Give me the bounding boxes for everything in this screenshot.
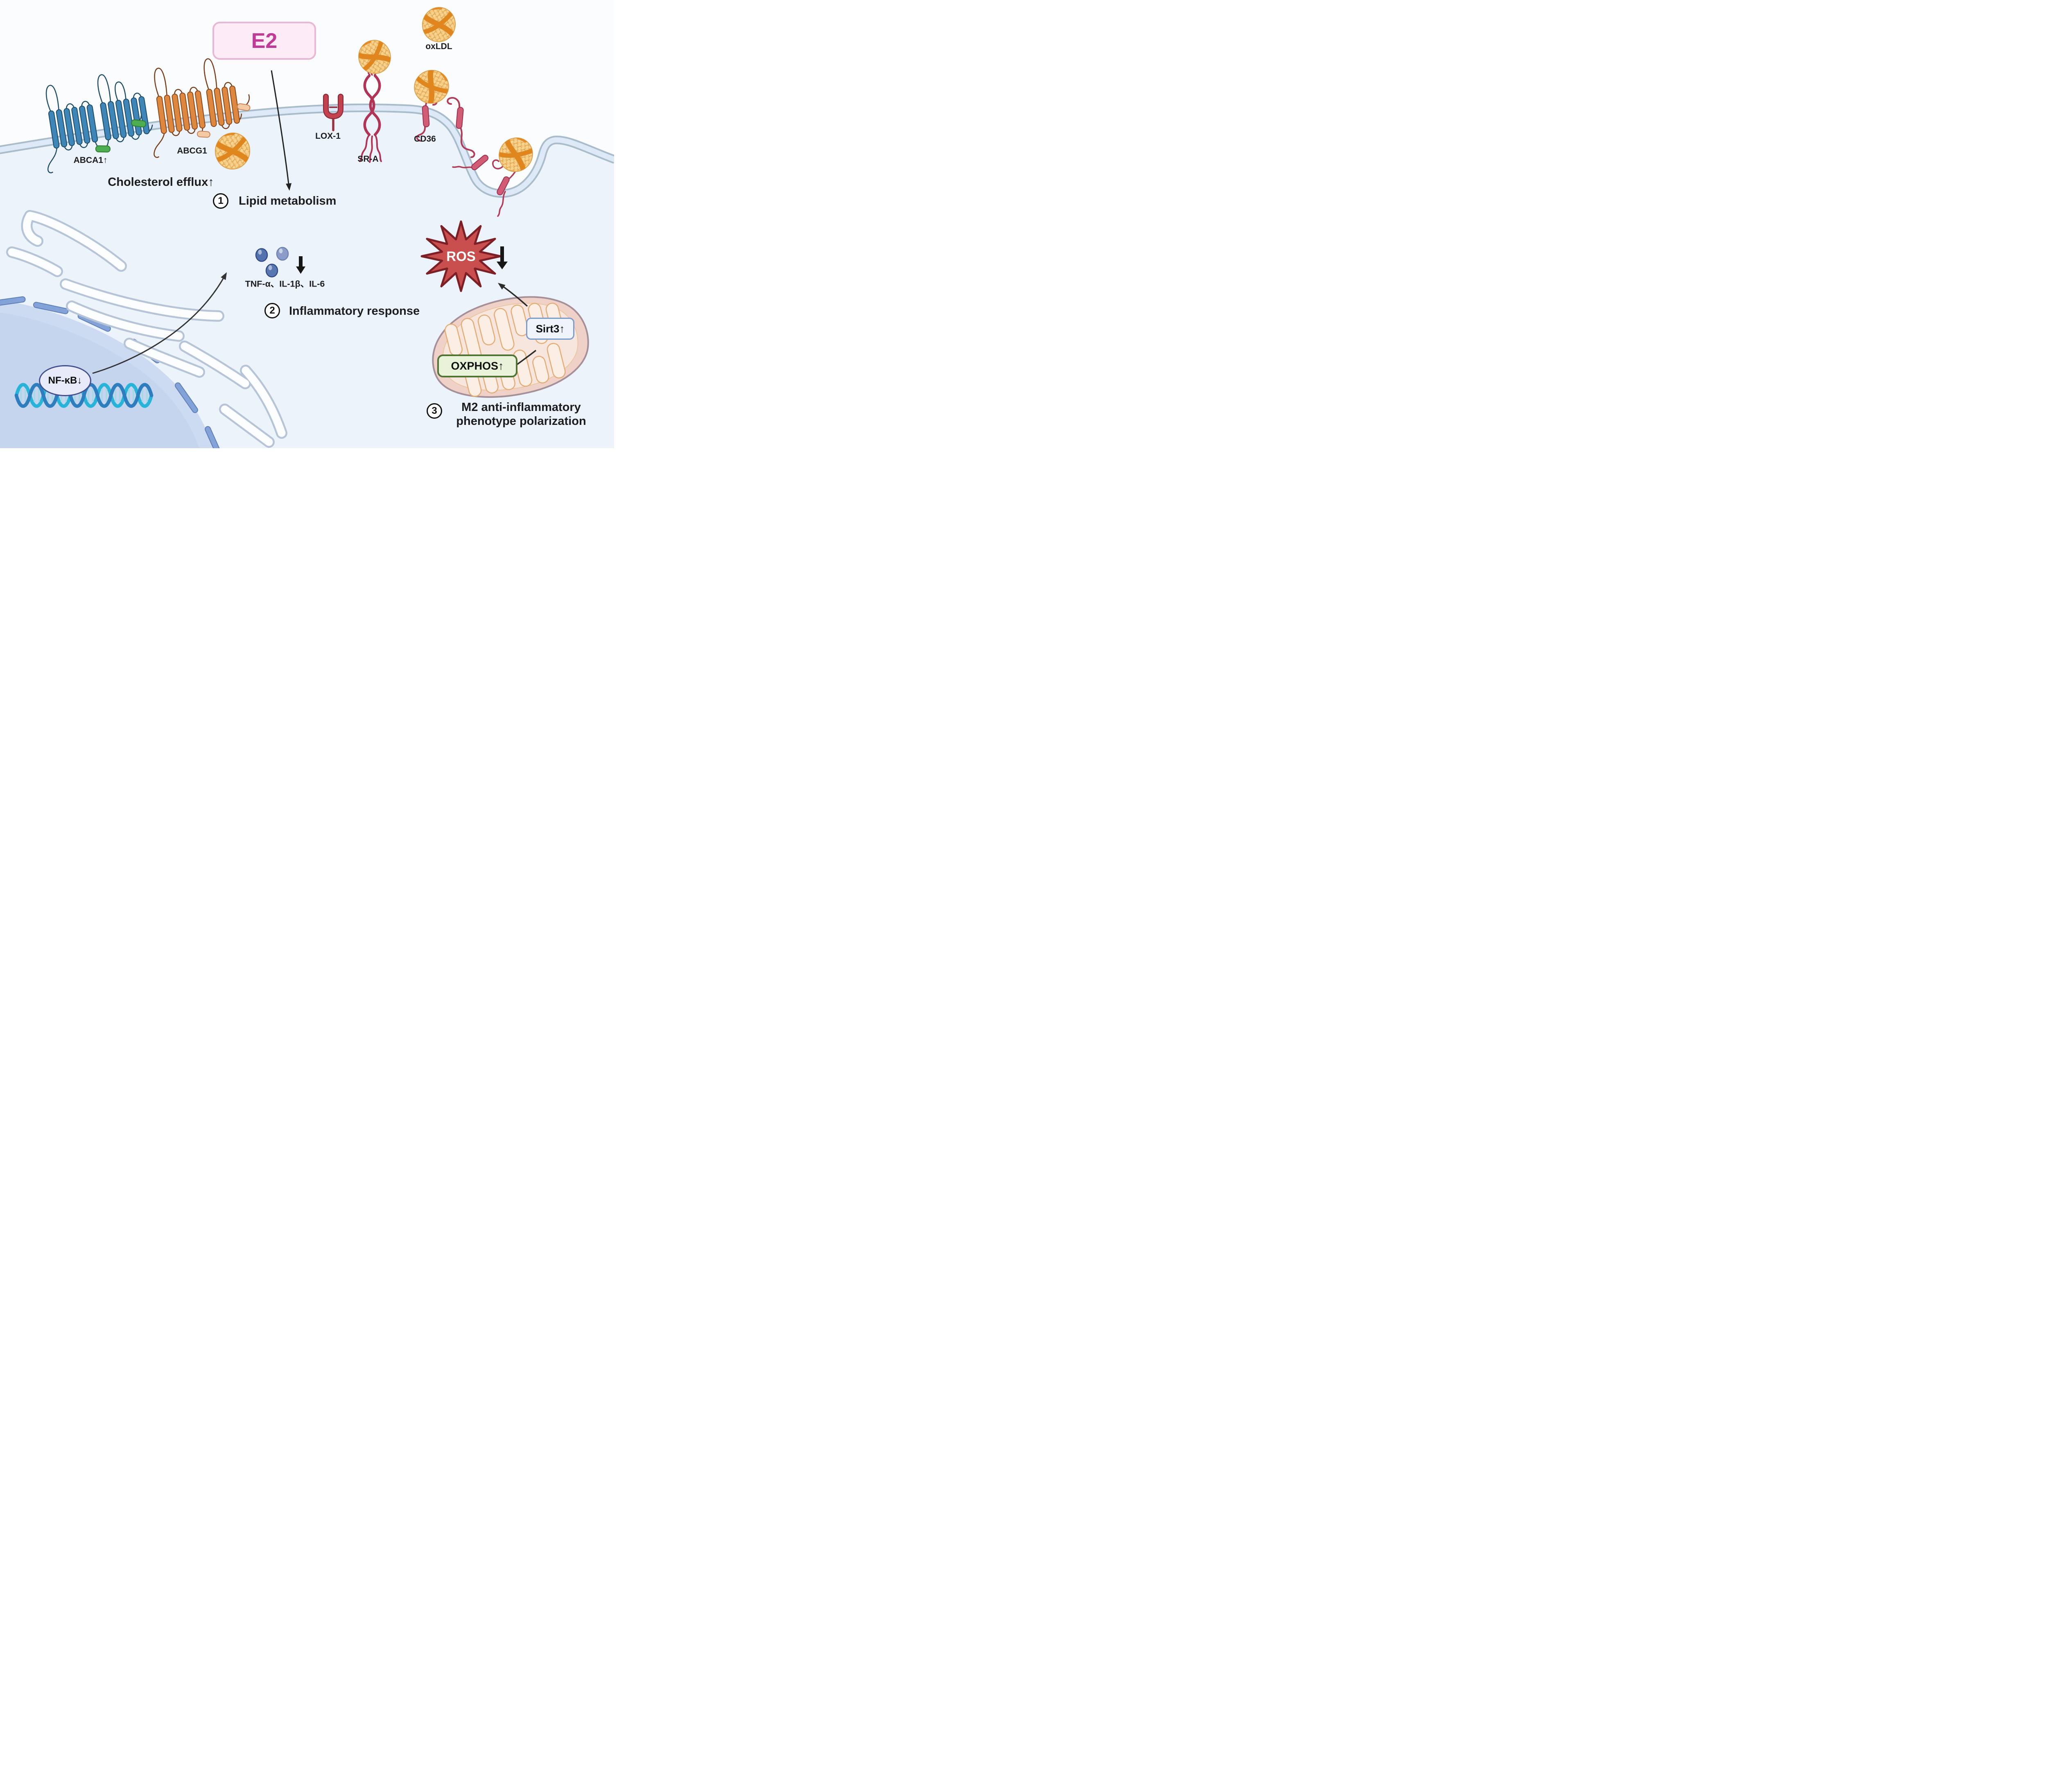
- cytokine-dots-icon: [255, 247, 289, 278]
- e2-label: E2: [251, 29, 278, 53]
- pit-receptors-icon: [452, 155, 516, 217]
- sra-receptor-icon: [359, 69, 382, 163]
- sirt3-label: Sirt3↑: [535, 322, 565, 335]
- abcg1-transporter-icon: [154, 58, 251, 158]
- arrows: [92, 70, 537, 374]
- mito-to-ros-arrow: [498, 283, 528, 307]
- oxldl-label: oxLDL: [425, 41, 452, 51]
- endoplasmic-reticulum: [6, 210, 287, 448]
- oxphos-box: OXPHOS↑: [437, 354, 517, 377]
- cholesterol-efflux-label: Cholesterol efflux↑: [108, 175, 214, 189]
- step3-number: 3: [432, 405, 437, 416]
- step2-circle: 2: [264, 303, 280, 318]
- cd36-label: CD36: [414, 134, 436, 144]
- nfkb-label: NF-κB↓: [48, 375, 82, 386]
- step3-circle: 3: [427, 403, 442, 419]
- step3-label: M2 anti-inflammatory phenotype polarizat…: [456, 400, 586, 428]
- e2-to-lipid-arrow: [271, 70, 292, 191]
- abcg1-label: ABCG1: [177, 146, 207, 156]
- nfkb-to-cytokines-arrow: [92, 272, 227, 374]
- abca1-label: ABCA1↑: [73, 155, 108, 165]
- e2-box: E2: [212, 22, 316, 60]
- ros-burst-icon: [420, 220, 502, 292]
- oxphos-label: OXPHOS↑: [451, 359, 504, 372]
- dna-helix-icon: [14, 383, 154, 408]
- nfkb-badge: NF-κB↓: [39, 365, 91, 396]
- abca1-transporter-icon: [45, 74, 153, 174]
- ros-decrease-arrow: [497, 246, 508, 269]
- lox1-label: LOX-1: [315, 131, 341, 141]
- step1-label: Lipid metabolism: [239, 194, 337, 208]
- sra-label: SR-A: [357, 154, 379, 164]
- step1-circle: 1: [213, 193, 228, 209]
- step3-label-line2: phenotype polarization: [456, 415, 586, 428]
- cd36-receptor-icon: [416, 97, 475, 158]
- step2-label: Inflammatory response: [289, 304, 420, 318]
- step1-number: 1: [218, 195, 224, 206]
- cytokines-label: TNF-α、IL-1β、IL-6: [245, 279, 325, 289]
- cytokine-decrease-arrow: [296, 256, 305, 274]
- step2-number: 2: [269, 305, 275, 316]
- ros-label: ROS: [446, 248, 476, 264]
- e2-macrophage-pathway-diagram: E2 ABCA1↑ ABCG1 Cholesterol efflux↑ LOX-…: [0, 0, 614, 448]
- diagram-artwork: [0, 0, 614, 448]
- lox1-receptor-icon: [323, 94, 343, 131]
- sirt3-box: Sirt3↑: [526, 318, 574, 340]
- step3-label-line1: M2 anti-inflammatory: [461, 401, 581, 414]
